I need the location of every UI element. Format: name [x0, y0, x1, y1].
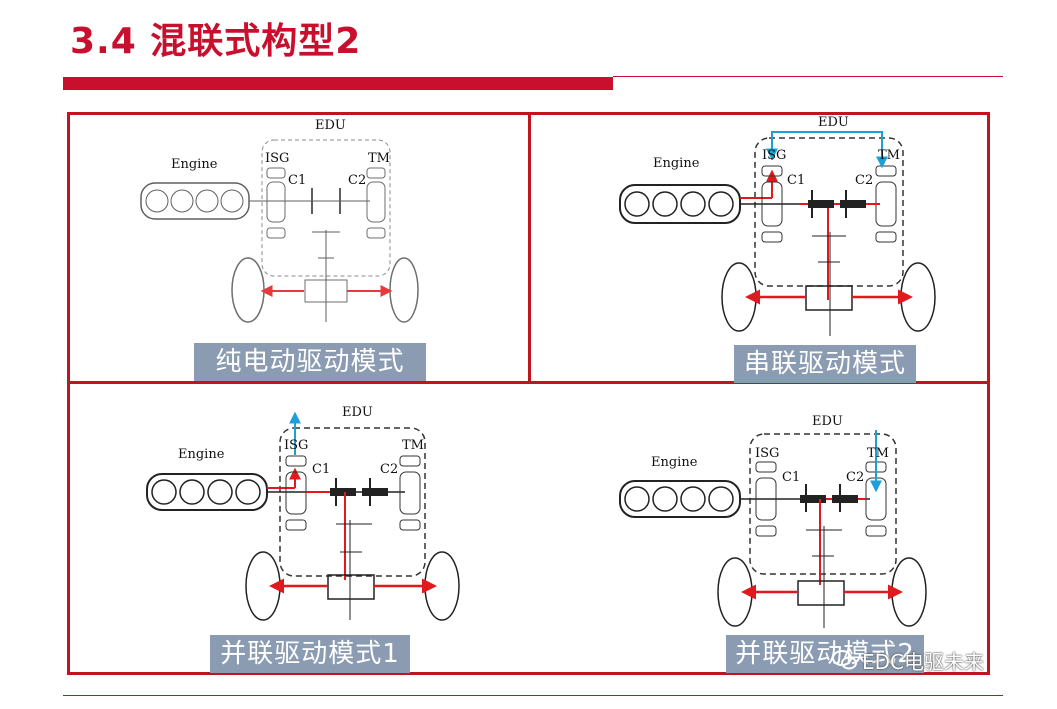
panel-4-diagram — [619, 430, 927, 628]
c2-label: C2 — [380, 462, 399, 477]
title-underline-line — [613, 76, 1003, 77]
engine-icon — [146, 473, 268, 511]
tm-label: TM — [867, 446, 889, 461]
c1-label: C1 — [312, 462, 331, 477]
edu-label: EDU — [342, 405, 373, 420]
horizontal-divider — [67, 381, 990, 384]
mode-label-series: 串联驱动模式 — [734, 345, 916, 383]
c2-label: C2 — [846, 470, 865, 485]
engine-label: Engine — [651, 455, 698, 470]
edu-label: EDU — [818, 115, 849, 130]
tm-label: TM — [368, 151, 390, 166]
panel-2-diagram — [619, 131, 936, 336]
mode-label-parallel-1: 并联驱动模式1 — [210, 635, 410, 673]
engine-label: Engine — [653, 156, 700, 171]
watermark: EDC电驱未来 — [832, 646, 984, 674]
wechat-icon — [832, 650, 857, 670]
vertical-divider — [528, 112, 531, 384]
isg-label: ISG — [755, 446, 780, 461]
isg-label: ISG — [265, 151, 290, 166]
engine-icon — [619, 184, 741, 224]
title-underline-bar — [63, 77, 613, 90]
c1-label: C1 — [288, 173, 307, 188]
mode-label-parallel-2: 并联驱动模式2 — [726, 635, 924, 673]
engine-label: Engine — [171, 157, 218, 172]
c2-label: C2 — [348, 173, 367, 188]
isg-label: ISG — [284, 438, 309, 453]
engine-icon — [619, 480, 741, 518]
c2-label: C2 — [855, 173, 874, 188]
edu-label: EDU — [812, 414, 843, 429]
engine-label: Engine — [178, 447, 225, 462]
panel-3-diagram — [146, 411, 460, 621]
footer-line — [63, 695, 1003, 696]
edu-label: EDU — [315, 118, 346, 133]
tm-label: TM — [878, 148, 900, 163]
mode-label-pure-electric: 纯电动驱动模式 — [194, 343, 426, 381]
c1-label: C1 — [782, 470, 801, 485]
isg-label: ISG — [762, 148, 787, 163]
tm-label: TM — [402, 438, 424, 453]
page-title: 3.4 混联式构型2 — [70, 21, 362, 62]
panel-1-diagram — [140, 139, 419, 323]
engine-icon — [140, 182, 250, 220]
watermark-text: EDC电驱未来 — [862, 649, 985, 674]
c1-label: C1 — [787, 173, 806, 188]
